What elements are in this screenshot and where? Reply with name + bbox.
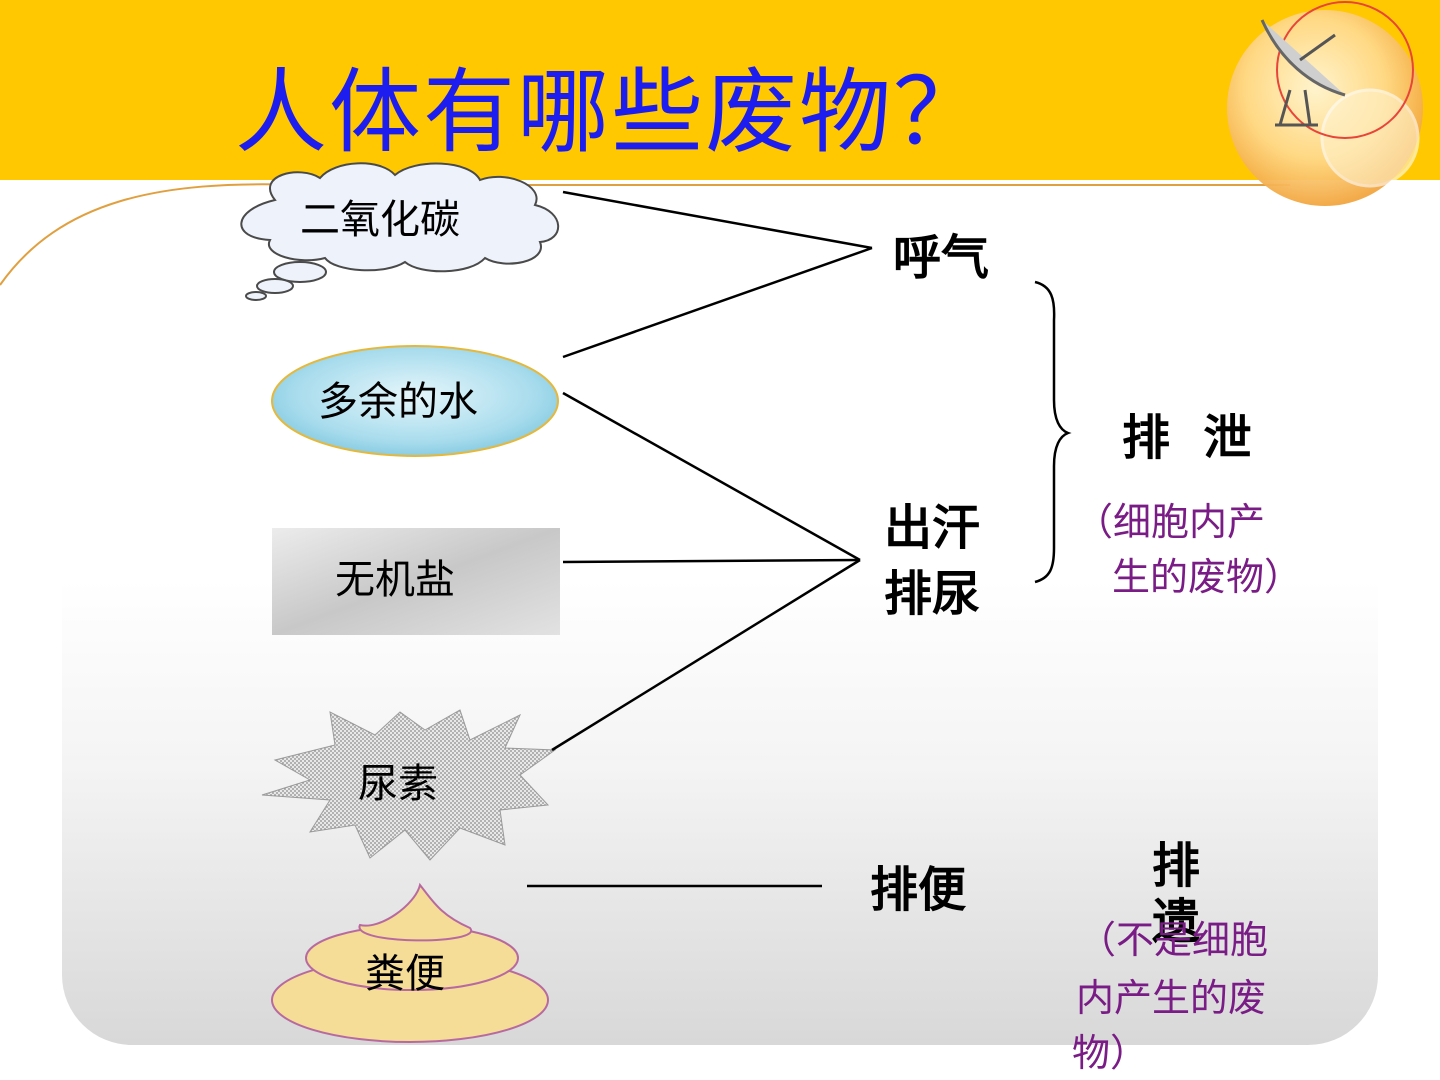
egestion-note-line3: 物） xyxy=(1072,1027,1148,1079)
category-excretion: 排 泄 xyxy=(1122,410,1251,466)
process-urine-label: 排尿 xyxy=(884,566,980,622)
waste-water-label: 多余的水 xyxy=(318,378,478,426)
category-egestion-char1: 排 xyxy=(1152,838,1200,894)
waste-co2-label: 二氧化碳 xyxy=(300,196,460,244)
waste-urea-label: 尿素 xyxy=(358,760,438,808)
egestion-note-line2: 内产生的废 xyxy=(1076,972,1266,1024)
process-breath-label: 呼气 xyxy=(893,230,989,286)
waste-feces-label: 粪便 xyxy=(365,950,445,998)
page-title: 人体有哪些废物？ xyxy=(235,58,987,168)
line-salt-sweat xyxy=(563,560,860,562)
excretion-note-line2: 生的废物） xyxy=(1112,551,1302,603)
egestion-note-line1: （不是细胞 xyxy=(1078,914,1268,966)
waste-salt-label: 无机盐 xyxy=(335,556,455,604)
line-co2-breath xyxy=(563,192,872,248)
process-sweat-label: 出汗 xyxy=(884,500,980,556)
excretion-note-line1: （细胞内产 xyxy=(1075,496,1265,548)
decorative-arc xyxy=(0,184,1290,285)
satellite-dish-logo xyxy=(1227,0,1440,206)
line-water-sweat xyxy=(563,393,860,560)
line-urea-sweat xyxy=(552,560,860,750)
process-defecate-label: 排便 xyxy=(870,862,966,918)
line-water-breath xyxy=(563,248,872,357)
excretion-brace xyxy=(1035,282,1068,582)
connector-lines xyxy=(527,192,872,886)
